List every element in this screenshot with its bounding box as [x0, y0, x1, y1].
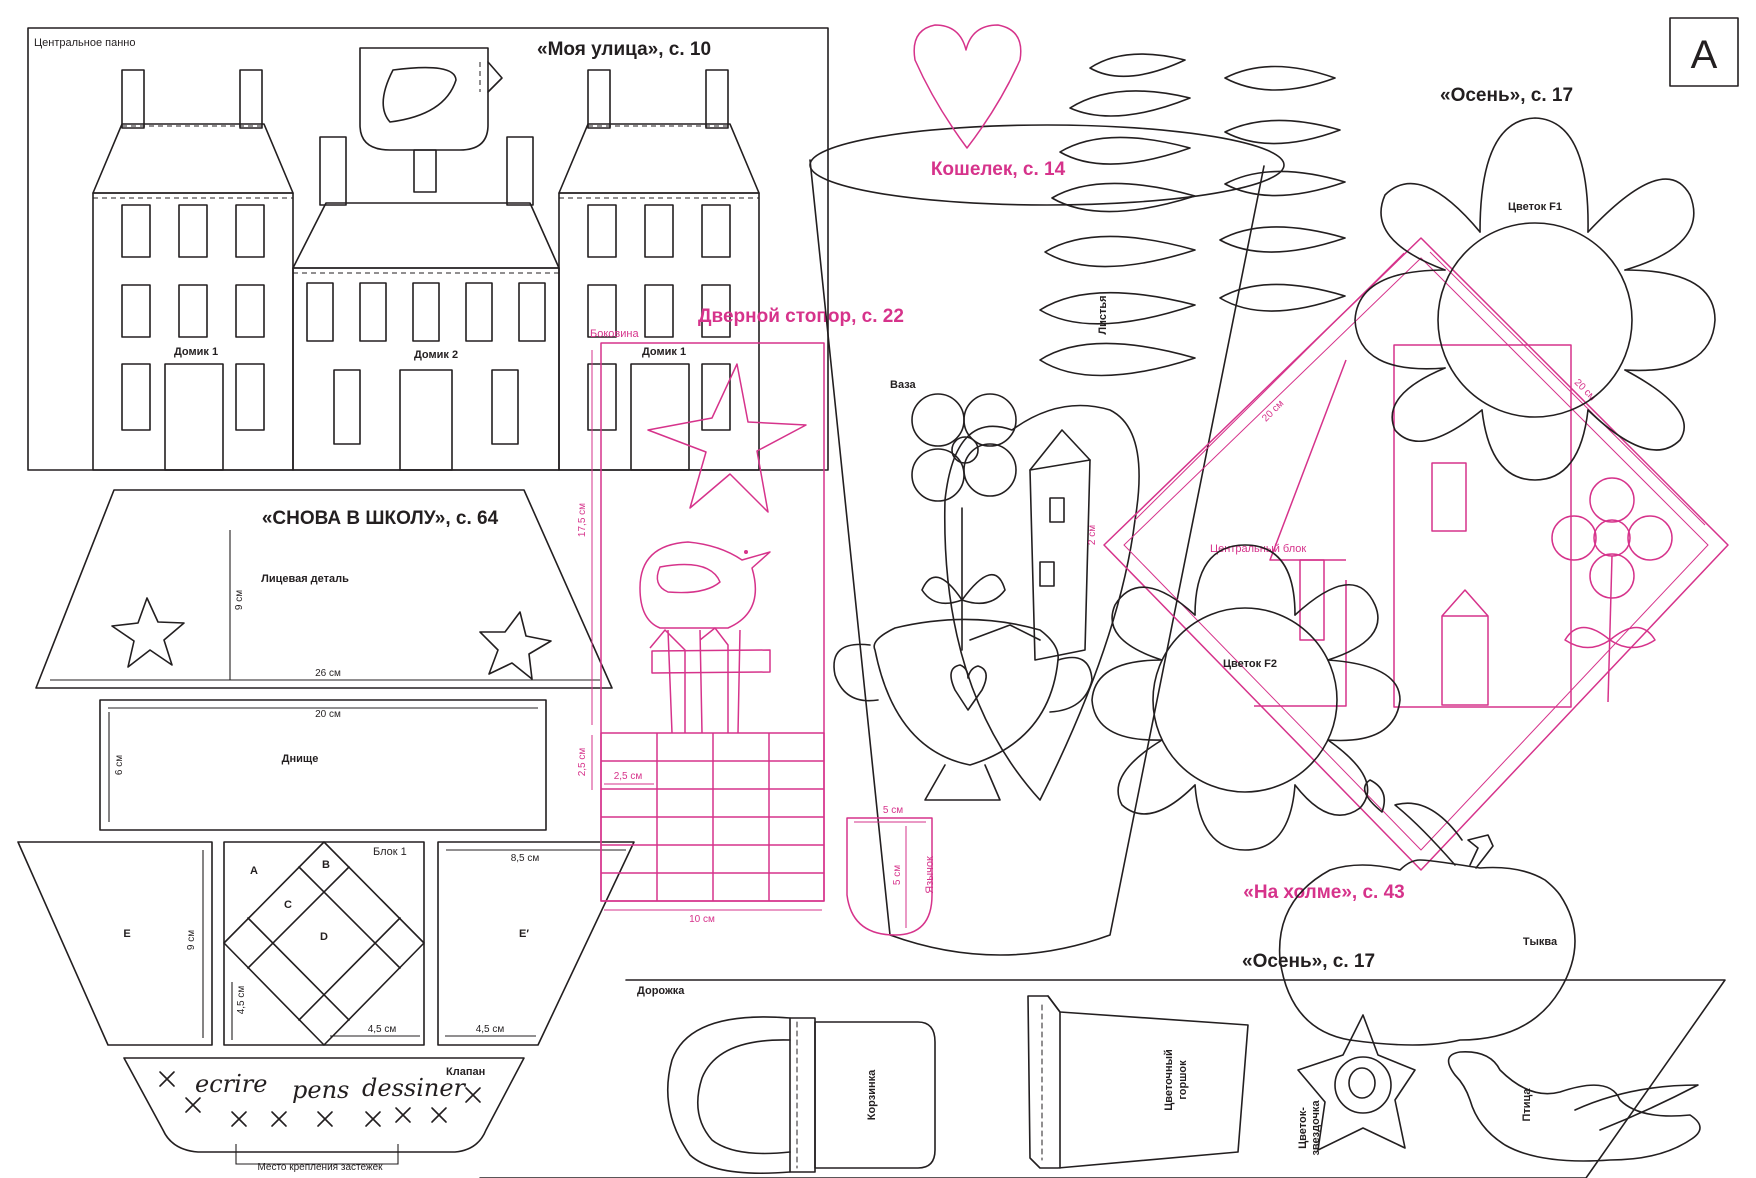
label-piece-b: B [322, 859, 330, 871]
label-tsvetochny-1: Цветочный [1163, 1049, 1175, 1111]
label-piece-d: D [320, 931, 328, 943]
tsvetok-zvezdochka-shape [1297, 1014, 1416, 1151]
label-tsvetok-f2: Цветок F2 [1223, 658, 1277, 670]
label-domik1-right: Домик 1 [642, 346, 686, 358]
osen-top-patterns: «Осень», с. 17 Цветок F1 Цветок F2 [1091, 85, 1716, 851]
title-koshelek: Кошелек, с. 14 [931, 159, 1066, 180]
label-listya: Листья [1097, 295, 1109, 334]
vaza-shape: Ваза [809, 124, 1285, 956]
label-piece-c: C [284, 899, 292, 911]
dim-2-5cm-h: 2,5 см [614, 771, 643, 782]
tsvetok-f2-shape [1091, 544, 1401, 851]
label-domik1-left: Домик 1 [174, 346, 218, 358]
korzinka-shape [666, 1016, 936, 1175]
stopor-star-shape [647, 363, 807, 513]
domik1-right-shape [558, 69, 760, 471]
label-blok1: Блок 1 [373, 846, 407, 858]
label-bokovina: Боковина [590, 328, 639, 340]
label-domik2: Домик 2 [414, 349, 458, 361]
label-centralnoe-pano: Центральное панно [34, 37, 135, 49]
dim-2cm: 2 см [1087, 525, 1098, 545]
title-osen-bottom: «Осень», с. 17 [1242, 951, 1375, 972]
title-dvernoy-stopor: Дверной стопор, с. 22 [698, 306, 904, 327]
tsvetochny-gorshok-shape [1027, 995, 1249, 1169]
hand-word-3: dessiner [362, 1074, 467, 1102]
dvernoy-stopor-patterns: Дверной стопор, с. 22 Боковина 17,5 см 2… [577, 306, 904, 925]
snova-v-shkolu-patterns: «СНОВА В ШКОЛУ», с. 64 Лицевая деталь 9 … [17, 489, 635, 1173]
label-litsevaya: Лицевая деталь [261, 573, 349, 585]
moya-ulitsa-panel: Центральное панно «Моя улица», с. 10 Дом… [27, 27, 829, 471]
cross-stitch-marks [159, 1071, 481, 1127]
dim-10cm: 10 см [689, 914, 715, 925]
dim-45cm-c: 4,5 см [476, 1024, 505, 1035]
dim-5cm-v: 5 см [892, 865, 903, 885]
label-piece-e2: E′ [519, 928, 529, 940]
label-zvezdochka-1: Цветок- [1297, 1107, 1309, 1149]
dim-45cm-a: 4,5 см [236, 986, 247, 1015]
label-yazychok: Язычок [924, 856, 936, 894]
tsvetok-f1-shape [1354, 117, 1716, 481]
stopor-bird-shape [639, 541, 771, 629]
na-holme-house-shape [1254, 344, 1572, 708]
dim-26cm: 26 см [315, 668, 341, 679]
star-shape-right [479, 611, 552, 680]
domik2-shape [292, 47, 560, 471]
stopor-fence-shape [649, 627, 771, 734]
dim-45cm-b: 4,5 см [368, 1024, 397, 1035]
dim-9cm-e: 9 см [186, 930, 197, 950]
brick-grid [600, 732, 825, 902]
label-piece-e: E [123, 928, 130, 940]
dim-9cm-face: 9 см [234, 590, 245, 610]
dim-20cm-diag1: 20 см [1572, 377, 1598, 403]
label-tsvetok-f1: Цветок F1 [1508, 201, 1562, 213]
ptitsa-shape [1447, 1051, 1701, 1162]
label-vaza: Ваза [890, 379, 917, 391]
dim-6cm: 6 см [114, 755, 125, 775]
label-piece-a: A [250, 865, 258, 877]
dim-20cm: 20 см [315, 709, 341, 720]
dim-17-5cm: 17,5 см [577, 503, 588, 537]
dim-85cm: 8,5 см [511, 853, 540, 864]
label-klapan: Клапан [446, 1066, 485, 1078]
heart-applique-shape [833, 393, 1140, 801]
leaves-shapes [1039, 53, 1346, 377]
na-holme-patterns: 20 см 20 см 2 см Центральный блок «На хо… [1087, 237, 1729, 903]
sheet-letter: A [1691, 33, 1718, 77]
sheet-letter-box: A [1669, 17, 1739, 87]
yazychok-shape: 5 см 5 см Язычок [846, 805, 936, 936]
title-na-holme: «На холме», с. 43 [1243, 882, 1404, 903]
label-mesto: Место крепления застежек [257, 1162, 383, 1173]
title-osen-top: «Осень», с. 17 [1440, 85, 1573, 106]
title-moya-ulitsa: «Моя улица», с. 10 [537, 39, 711, 60]
label-korzinka: Корзинка [866, 1069, 878, 1120]
label-dorozhka: Дорожка [637, 985, 685, 997]
dim-2-5cm-v: 2,5 см [577, 748, 588, 777]
koshelek-heart: Кошелек, с. 14 [913, 24, 1066, 180]
label-tsvetochny-2: горшок [1177, 1060, 1189, 1100]
star-shape-left [111, 597, 185, 668]
title-snova-v-shkolu: «СНОВА В ШКОЛУ», с. 64 [262, 508, 499, 529]
tykva-shape [1278, 802, 1576, 1046]
osen-bottom-patterns: «Осень», с. 17 Дорожка Корзинка Цветочны… [479, 951, 1726, 1178]
dim-5cm-h: 5 см [883, 805, 903, 816]
hand-word-2: pens [292, 1076, 349, 1104]
dim-20cm-diag2: 20 см [1260, 398, 1286, 424]
na-holme-flower-shape [1551, 477, 1673, 703]
label-ptitsa: Птица [1521, 1088, 1533, 1122]
label-dnische: Днище [282, 753, 319, 765]
domik1-left-shape [92, 69, 294, 471]
hand-word-1: ecrire [195, 1070, 267, 1098]
label-tykva: Тыква [1523, 936, 1558, 948]
label-zvezdochka-2: звездочка [1310, 1100, 1322, 1156]
